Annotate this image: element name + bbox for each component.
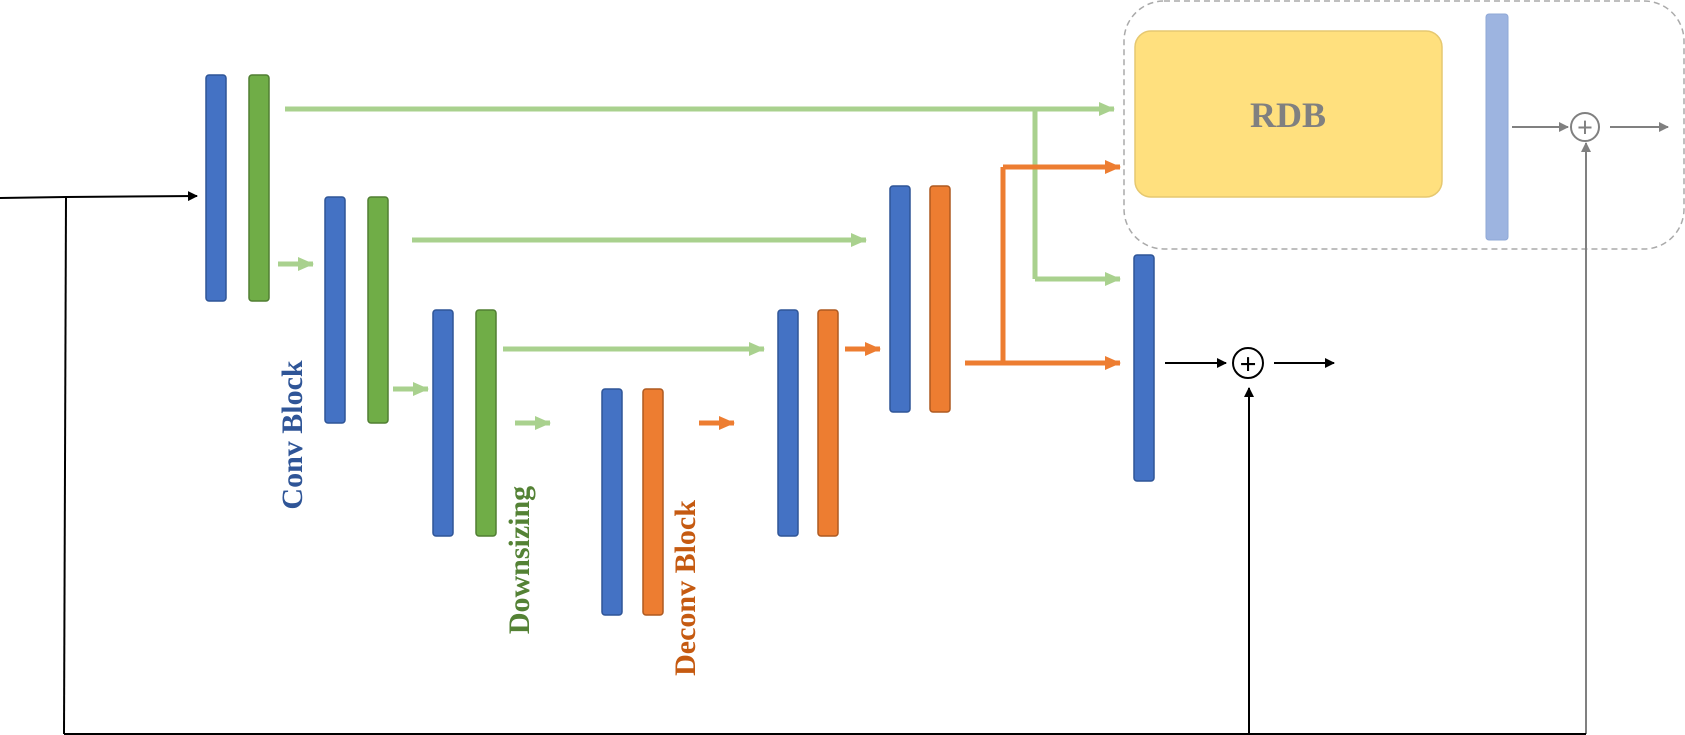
fusion-conv-bar xyxy=(1133,254,1155,482)
input-arrow xyxy=(65,191,198,202)
down-bar-3 xyxy=(475,309,497,537)
down-bar-1 xyxy=(248,74,270,302)
conv-bar-6 xyxy=(889,185,911,413)
rdb-conv-bar xyxy=(1485,13,1509,241)
rdb-label: RDB xyxy=(1250,95,1326,135)
downsizing-label: Downsizing xyxy=(503,486,536,634)
conv-block-label: Conv Block xyxy=(276,360,309,510)
deconv-bar-2 xyxy=(817,309,839,537)
input-line xyxy=(0,196,67,199)
down-bar-2 xyxy=(367,196,389,424)
deconv-block-label: Deconv Block xyxy=(669,500,702,676)
conv-bar-4 xyxy=(601,388,623,616)
residual-down-line xyxy=(63,196,67,735)
conv-bar-2 xyxy=(324,196,346,424)
deconv-bar-1 xyxy=(642,388,664,616)
rdb-sum-node xyxy=(1570,112,1600,142)
main-sum-node xyxy=(1232,347,1264,379)
rdb-block xyxy=(1134,30,1443,198)
rdb-region xyxy=(1123,0,1685,250)
deconv-bar-3 xyxy=(929,185,951,413)
conv-bar-1 xyxy=(205,74,227,302)
conv-bar-3 xyxy=(432,309,454,537)
conv-bar-5 xyxy=(777,309,799,537)
main-sum-plus: + xyxy=(1239,348,1256,381)
rdb-sum-plus: + xyxy=(1577,113,1593,144)
